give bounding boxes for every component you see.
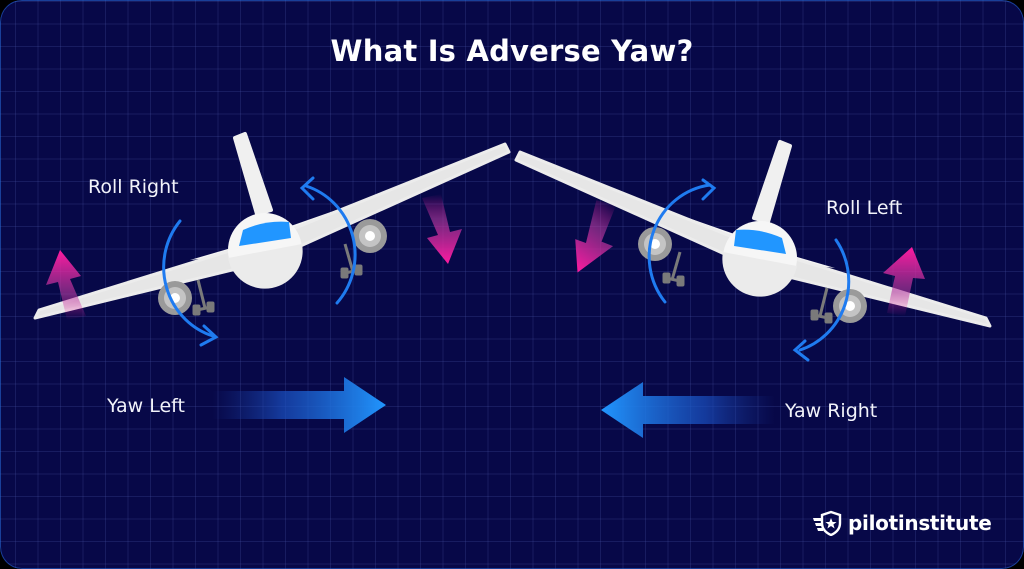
yaw-left-label: Yaw Left <box>107 395 185 417</box>
page-title: What Is Adverse Yaw? <box>330 34 694 68</box>
yaw-arrow-pointing-left <box>601 382 775 438</box>
roll-right-label: Roll Right <box>88 176 179 198</box>
winged-shield-star-icon <box>813 510 842 536</box>
roll-arrow-right-plane <box>647 178 851 362</box>
pilot-institute-logo: pilotinstitute <box>812 508 992 538</box>
yaw-arrow-pointing-right <box>212 377 386 433</box>
yaw-right-label: Yaw Right <box>785 400 878 422</box>
brand-name: pilotinstitute <box>848 511 992 535</box>
roll-arrow-left-plane <box>162 176 357 347</box>
roll-left-label: Roll Left <box>826 197 903 219</box>
lift-arrow-down-left-wing <box>575 200 616 273</box>
aircraft-roll-left <box>514 140 992 328</box>
lift-arrow-down-right-wing <box>422 194 462 264</box>
lift-arrow-up-right-wing <box>883 247 925 316</box>
lift-arrow-up-left-wing <box>46 250 86 320</box>
